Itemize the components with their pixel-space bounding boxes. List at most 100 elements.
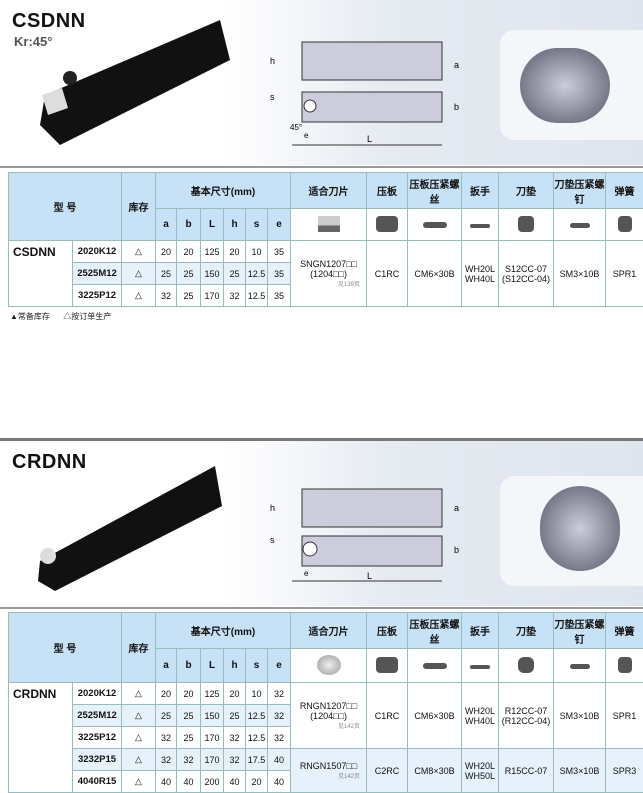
svg-text:b: b <box>454 102 459 112</box>
dim-b: 32 <box>176 748 201 771</box>
tool-holder-image <box>38 466 222 591</box>
legend: ▲常备库存 △按订单生产 <box>10 311 111 322</box>
dim-e: 32 <box>266 726 292 749</box>
stock-status: △ <box>121 770 156 793</box>
insert-cell: RNGN1207□□(1204□□)见142页 <box>290 682 368 749</box>
shim-code: R15CC-07 <box>504 765 548 776</box>
dim-h: 32 <box>223 284 246 307</box>
tool-holder-image <box>40 20 230 145</box>
dim-s: 12.5 <box>245 704 268 727</box>
clamp-icon <box>366 648 409 683</box>
dim-s: 12.5 <box>245 262 268 285</box>
dim-e: 40 <box>266 748 292 771</box>
insert-code: RNGN1207□□ <box>299 701 358 711</box>
model-code: 2020K12 <box>72 682 122 705</box>
shim-code-alt: (R12CC-04) <box>501 715 551 726</box>
wrench-code: WH20L <box>465 705 496 716</box>
shim-screw-code: SM3×10B <box>553 748 607 793</box>
dim-s: 10 <box>245 682 268 705</box>
stock-status: △ <box>121 240 156 263</box>
stock-status: △ <box>121 704 156 727</box>
svg-text:L: L <box>367 571 372 581</box>
dim-L: 170 <box>200 726 224 749</box>
header-shim: 刀垫 <box>498 172 555 209</box>
model-code: 2020K12 <box>72 240 122 263</box>
spring-icon <box>605 208 643 241</box>
clamp-screw-code: CM8×30B <box>407 748 463 793</box>
svg-text:e: e <box>304 131 309 140</box>
header-h: h <box>223 648 246 683</box>
header-e: e <box>266 208 292 241</box>
wrench-code: WH20L <box>465 263 496 274</box>
divider <box>0 438 643 441</box>
header-e: e <box>266 648 292 683</box>
dim-h: 20 <box>223 240 246 263</box>
stock-status: △ <box>121 284 156 307</box>
svg-text:a: a <box>454 60 459 70</box>
svg-text:h: h <box>270 503 275 513</box>
dim-e: 40 <box>266 770 292 793</box>
header-insert: 适合刀片 <box>290 172 368 209</box>
wrench-icon <box>461 208 500 241</box>
dim-b: 25 <box>176 284 201 307</box>
dim-L: 170 <box>200 748 224 771</box>
header-stock: 库存 <box>121 612 156 683</box>
dim-s: 10 <box>245 240 268 263</box>
clamp-code: C2RC <box>366 748 409 793</box>
dim-a: 20 <box>155 240 177 263</box>
header-wrench: 扳手 <box>461 612 500 649</box>
svg-text:s: s <box>270 535 275 545</box>
model-code: 4040R15 <box>72 770 122 793</box>
dim-h: 25 <box>223 704 246 727</box>
dim-h: 32 <box>223 748 246 771</box>
section-title: CSDNN <box>12 10 86 32</box>
header-dims: 基本尺寸(mm) <box>154 172 292 209</box>
dim-a: 40 <box>155 770 177 793</box>
dim-e: 35 <box>266 262 292 285</box>
header-shim: 刀垫 <box>498 612 555 649</box>
insert-alt: (1204□□) <box>310 711 347 721</box>
model-family: CRDNN <box>8 682 73 793</box>
page-ref: 见142页 <box>338 774 361 780</box>
wrench-code: WH20L <box>465 760 496 771</box>
model-code: 3232P15 <box>72 748 122 771</box>
shim-code: R12CC-07 <box>504 705 548 716</box>
insert-cell: RNGN1507□□见142页 <box>290 748 368 793</box>
dim-s: 17.5 <box>245 748 268 771</box>
dim-a: 25 <box>155 262 177 285</box>
header-a: a <box>155 208 177 241</box>
legend-stock: ▲常备库存 <box>10 312 50 321</box>
shim-cell: R12CC-07(R12CC-04) <box>498 682 555 749</box>
clamp-code: C1RC <box>366 682 409 749</box>
dim-a: 20 <box>155 682 177 705</box>
stock-status: △ <box>121 682 156 705</box>
spring-code: SPR1 <box>605 682 643 749</box>
machining-photo <box>500 30 643 140</box>
dim-b: 25 <box>176 704 201 727</box>
section-title: CRDNN <box>12 451 87 473</box>
dim-e: 35 <box>266 240 292 263</box>
header-model: 型 号 <box>8 172 122 241</box>
shim-cell: R15CC-07 <box>498 748 555 793</box>
dim-s: 20 <box>245 770 268 793</box>
wrench-icon <box>461 648 500 683</box>
dim-a: 25 <box>155 704 177 727</box>
dim-h: 20 <box>223 682 246 705</box>
shim-icon <box>498 648 555 683</box>
header-model: 型 号 <box>8 612 122 683</box>
dim-L: 125 <box>200 682 224 705</box>
shim-screw-code: SM3×10B <box>553 682 607 749</box>
screw-icon <box>407 648 463 683</box>
header-shim-screw: 刀垫压紧螺钉 <box>553 172 607 209</box>
stock-status: △ <box>121 748 156 771</box>
header-clamp: 压板 <box>366 172 409 209</box>
divider <box>0 607 643 609</box>
dim-a: 32 <box>155 748 177 771</box>
